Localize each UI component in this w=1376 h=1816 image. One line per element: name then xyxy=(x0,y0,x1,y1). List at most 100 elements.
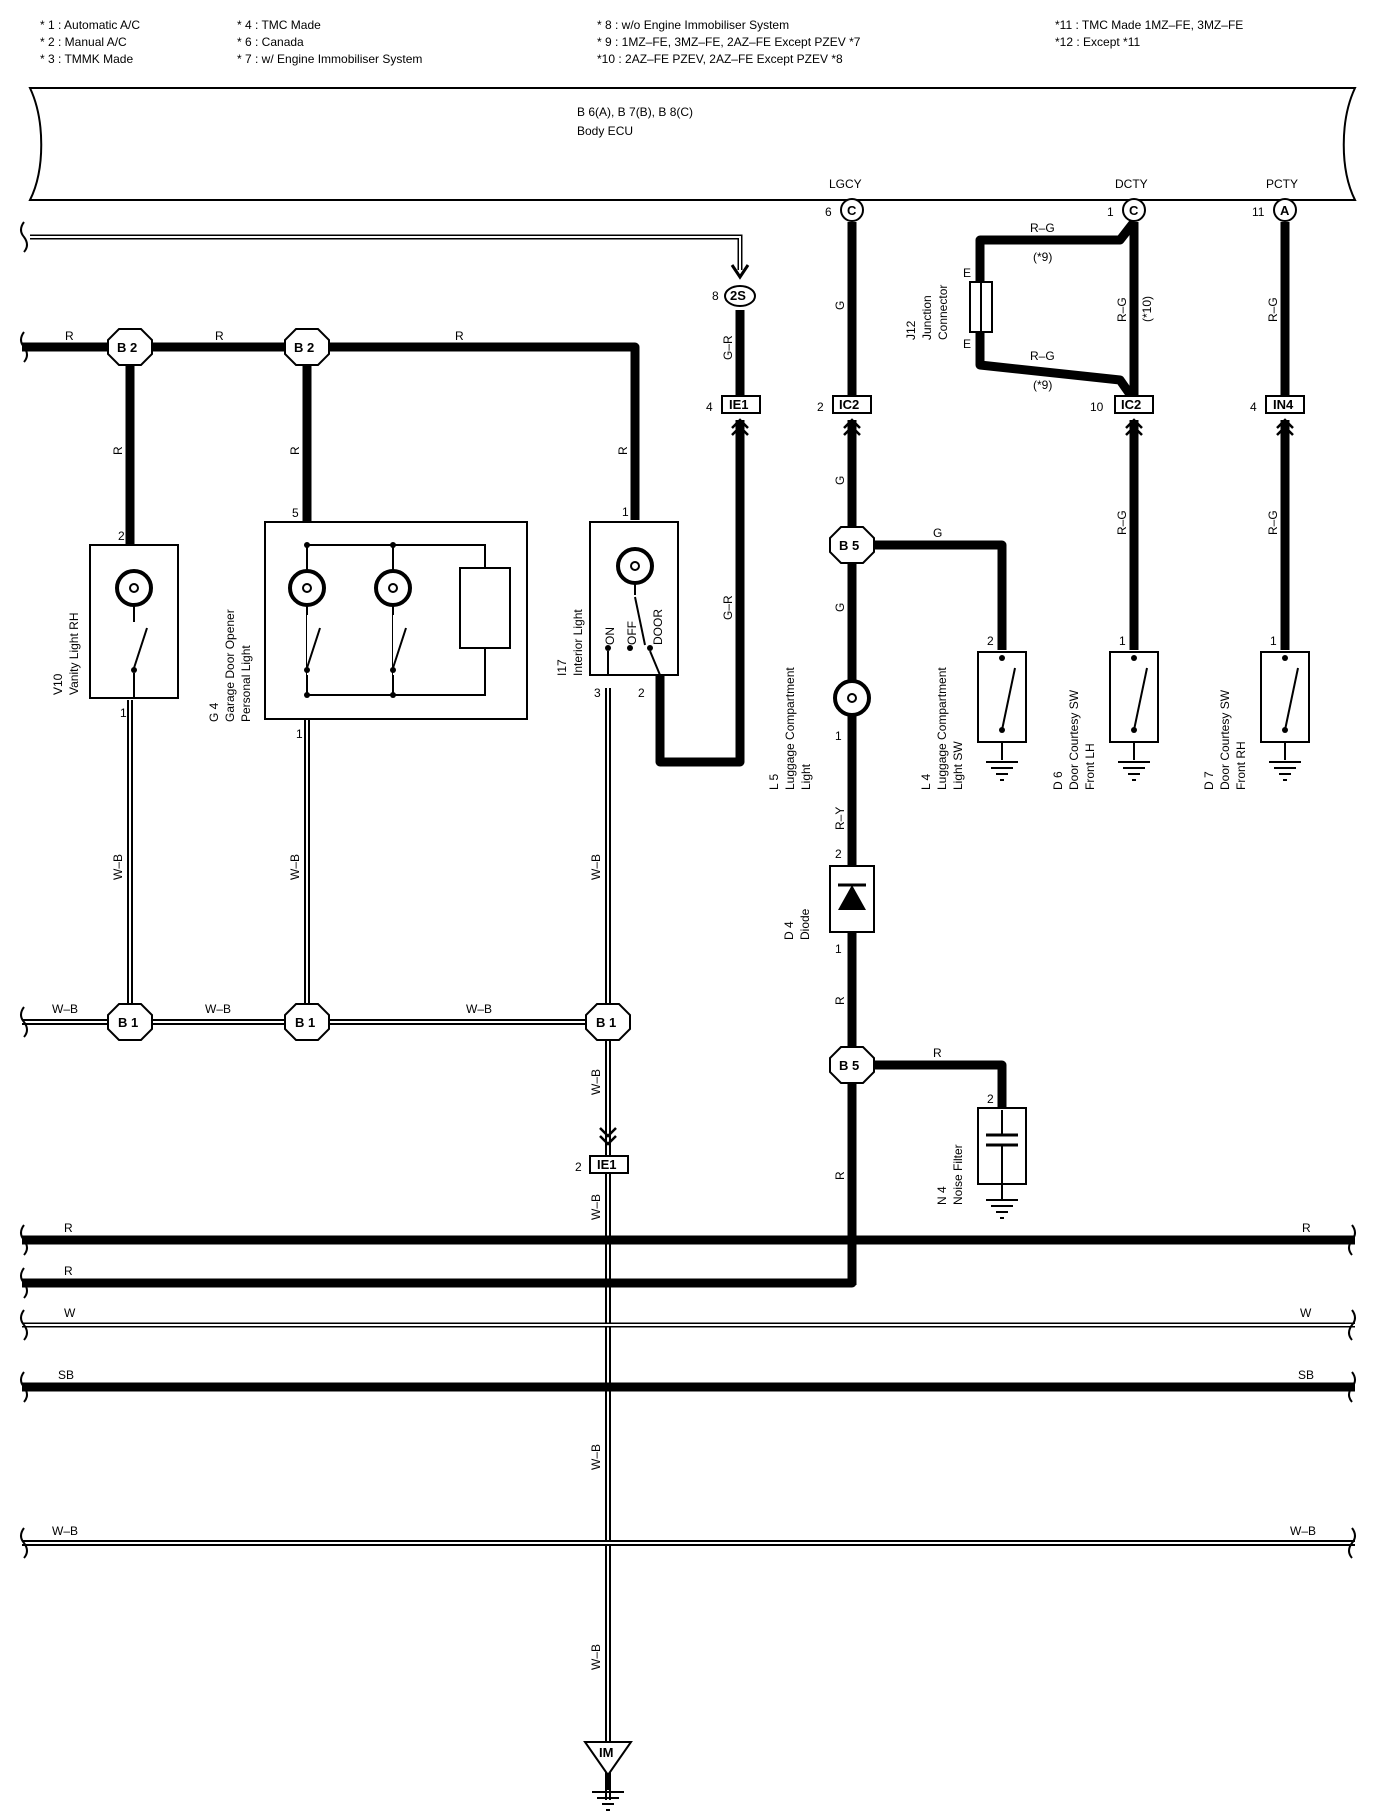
legend-note-10: *10 : 2AZ–FE PZEV, 2AZ–FE Except PZEV *8 xyxy=(597,52,843,66)
junction-b5-upper: B 5 xyxy=(829,526,875,564)
i17-switch-icon xyxy=(634,596,646,646)
ground-im-icon xyxy=(583,1741,633,1777)
ecu-connector-lgcy-label: C xyxy=(847,203,857,218)
label-g-1: G xyxy=(833,301,847,310)
junctions: B 2 B 2 B 5 B 5 B 1 B 1 B 1 8 xyxy=(107,264,875,1084)
label-gr-lower: G–R xyxy=(721,595,735,620)
j12-pin-e-bottom: E xyxy=(963,337,971,351)
break-marks xyxy=(20,221,1356,1559)
label-rg-1: R–G xyxy=(1030,221,1055,235)
ecu-outline xyxy=(28,87,1357,201)
label-wb-1: W–B xyxy=(52,1002,78,1016)
label-rg-d7: R–G xyxy=(1266,510,1280,535)
wire-gr-lower xyxy=(655,420,745,767)
label-rg-dcty: R–G xyxy=(1115,297,1129,322)
ecu-name: Body ECU xyxy=(577,124,633,138)
i17-sw-door: DOOR xyxy=(651,609,665,645)
d7-code: D 7 xyxy=(1202,771,1216,790)
label-bus-wb-left: W–B xyxy=(52,1524,78,1538)
label-bus-r-1-right: R xyxy=(1302,1221,1311,1235)
junction-b5-lower: B 5 xyxy=(829,1046,875,1084)
l4-name-2: Light SW xyxy=(951,741,965,790)
wire-g-l4 xyxy=(852,540,1007,650)
label-r-n4: R xyxy=(933,1046,942,1060)
junction-b1-3: B 1 xyxy=(585,1003,631,1041)
i17-bulb-icon xyxy=(616,547,654,585)
label-wb-i17: W–B xyxy=(589,854,603,880)
d7-name-1: Door Courtesy SW xyxy=(1218,689,1232,790)
label-bus-r-2-left: R xyxy=(64,1264,73,1278)
ecu-pin-pcty: 11 xyxy=(1252,205,1265,219)
d7-ground-icon xyxy=(1269,761,1301,781)
label-rg-d6: R–G xyxy=(1115,510,1129,535)
label-bus-sb-right: SB xyxy=(1298,1368,1314,1382)
g4-pin-top: 5 xyxy=(292,506,299,520)
g4-pin-bottom: 1 xyxy=(296,727,303,741)
junction-b1-2-label: B 1 xyxy=(295,1015,315,1030)
body-ecu: B 6(A), B 7(B), B 8(C) Body ECU LGCY DCT… xyxy=(28,87,1357,222)
j12-code: J12 xyxy=(904,320,918,340)
ecu-connector-pcty xyxy=(1273,198,1297,222)
label-wb-b1: W–B xyxy=(589,1069,603,1095)
component-l5: 1 L 5 Luggage Compartment Light xyxy=(767,667,871,790)
g4-bulb-1-icon xyxy=(288,569,326,607)
connector-ie1-top-label: IE1 xyxy=(729,397,749,412)
v10-name: Vanity Light RH xyxy=(67,613,81,695)
d4-pin-top: 2 xyxy=(835,847,842,861)
l4-name-1: Luggage Compartment xyxy=(935,667,949,790)
wire-r-n4 xyxy=(852,1060,1007,1110)
junction-b1-1-label: B 1 xyxy=(118,1015,138,1030)
component-n4: 2 N 4 Noise Filter xyxy=(935,1092,1027,1219)
d4-code: D 4 xyxy=(782,921,796,940)
ecu-pin-dcty: 1 xyxy=(1107,205,1114,219)
connector-in4: 4 IN4 xyxy=(1250,395,1305,436)
j12-name-2: Connector xyxy=(936,285,950,340)
i17-pin-right: 2 xyxy=(638,686,645,700)
label-g-4: G xyxy=(933,526,942,540)
label-wb-v10: W–B xyxy=(111,854,125,880)
wire-to-2s-inner xyxy=(30,236,741,270)
ecu-ref: B 6(A), B 7(B), B 8(C) xyxy=(577,105,693,119)
legend-note-11: *11 : TMC Made 1MZ–FE, 3MZ–FE xyxy=(1055,18,1243,32)
ecu-connector-dcty xyxy=(1122,198,1146,222)
junction-b2-right: B 2 xyxy=(284,328,330,366)
d4-name: Diode xyxy=(798,908,812,940)
wire-to-2s xyxy=(30,234,743,270)
label-r-1: R xyxy=(65,329,74,343)
ecu-terminal-lgcy: LGCY xyxy=(829,177,862,191)
connector-ie1-bottom-pin: 2 xyxy=(575,1160,582,1174)
d4-diode-icon xyxy=(838,885,866,910)
i17-pin-left: 3 xyxy=(594,686,601,700)
component-g4: 5 1 G 4 Garage Door Opener Personal Ligh… xyxy=(207,506,528,741)
label-r-d4: R xyxy=(833,996,847,1005)
junction-b2-left: B 2 xyxy=(107,328,153,366)
l5-name-2: Light xyxy=(799,763,813,790)
junction-b1-3-label: B 1 xyxy=(596,1015,616,1030)
label-ry: R–Y xyxy=(833,807,847,830)
wire-rg-junction xyxy=(975,219,1138,403)
label-note-9-a: (*9) xyxy=(1033,250,1052,264)
label-bus-wb-right: W–B xyxy=(1290,1524,1316,1538)
label-r-3: R xyxy=(455,329,464,343)
wire-r-bus-top xyxy=(22,342,640,520)
label-wb-lower-1: W–B xyxy=(589,1444,603,1470)
label-r-b5: R xyxy=(833,1171,847,1180)
d6-switch-icon xyxy=(1133,667,1148,731)
wire-labels: R R R R R R G–R G–R G G G G R–Y R R R R–… xyxy=(52,221,1316,1670)
l4-ground-icon xyxy=(986,761,1018,781)
g4-name-1: Garage Door Opener xyxy=(223,609,237,722)
ecu-connector-lgcy xyxy=(840,198,864,222)
label-bus-r-1-left: R xyxy=(64,1221,73,1235)
v10-bulb-icon xyxy=(115,569,153,607)
component-d7: 1 D 7 Door Courtesy SW Front RH xyxy=(1202,634,1310,790)
legend-note-1: * 1 : Automatic A/C xyxy=(40,18,140,32)
legend-note-7: * 7 : w/ Engine Immobiliser System xyxy=(237,52,422,66)
junction-b2-right-label: B 2 xyxy=(294,340,314,355)
d6-name-2: Front LH xyxy=(1083,743,1097,790)
label-g-2: G xyxy=(833,476,847,485)
label-note-9-b: (*9) xyxy=(1033,378,1052,392)
label-wb-3: W–B xyxy=(466,1002,492,1016)
component-i17: 1 ON OFF DOOR 3 2 I17 Interior Light xyxy=(555,505,679,700)
ecu-terminal-dcty: DCTY xyxy=(1115,177,1148,191)
ecu-terminal-pcty: PCTY xyxy=(1266,177,1298,191)
